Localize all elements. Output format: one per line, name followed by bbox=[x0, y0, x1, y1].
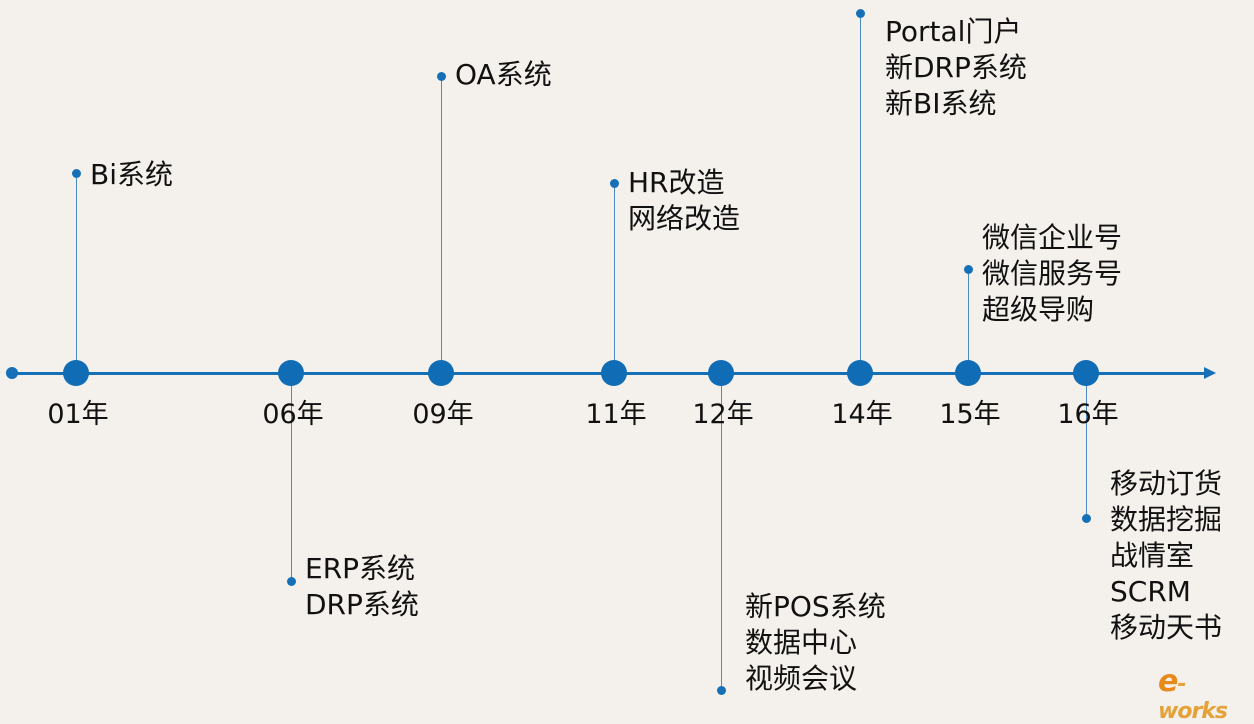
event-label-group: Portal门户新DRP系统新BI系统 bbox=[885, 14, 1027, 122]
event-connector-dot bbox=[964, 265, 973, 274]
event-item-label: OA系统 bbox=[455, 58, 552, 91]
event-connector-dot bbox=[1082, 514, 1091, 523]
year-node bbox=[1073, 360, 1099, 386]
event-connector-line bbox=[721, 373, 722, 690]
event-item-label: 微信企业号 bbox=[982, 221, 1123, 254]
event-item-label: 战情室 bbox=[1110, 539, 1195, 572]
event-item-label: 数据挖掘 bbox=[1110, 503, 1223, 536]
event-label-group: OA系统 bbox=[455, 57, 552, 93]
event-item-label: 移动订货 bbox=[1110, 467, 1223, 500]
event-item-label: HR改造 bbox=[628, 166, 725, 199]
year-node bbox=[708, 360, 734, 386]
event-connector-line bbox=[291, 373, 292, 581]
event-connector-line bbox=[968, 269, 969, 373]
year-label: 06年 bbox=[262, 399, 324, 430]
event-item-label: Bi系统 bbox=[90, 158, 173, 191]
event-item-label: 数据中心 bbox=[745, 626, 858, 659]
event-item-label: 微信服务号 bbox=[982, 257, 1123, 290]
year-label: 12年 bbox=[692, 399, 754, 430]
year-label: 14年 bbox=[831, 399, 893, 430]
event-connector-dot bbox=[717, 686, 726, 695]
year-node bbox=[847, 360, 873, 386]
event-item-label: 视频会议 bbox=[745, 662, 858, 695]
event-label-group: 微信企业号微信服务号超级导购 bbox=[982, 220, 1122, 328]
axis-start-dot bbox=[6, 367, 18, 379]
event-item-label: SCRM bbox=[1110, 575, 1191, 608]
event-connector-dot bbox=[437, 72, 446, 81]
year-label: 15年 bbox=[939, 399, 1001, 430]
event-item-label: Portal门户 bbox=[885, 15, 1022, 48]
event-connector-line bbox=[860, 13, 861, 373]
event-connector-line bbox=[614, 183, 615, 373]
year-node bbox=[428, 360, 454, 386]
event-item-label: 新DRP系统 bbox=[885, 51, 1027, 84]
year-node bbox=[955, 360, 981, 386]
event-label-group: Bi系统 bbox=[90, 157, 173, 193]
event-item-label: ERP系统 bbox=[305, 552, 416, 585]
event-item-label: 新POS系统 bbox=[745, 590, 886, 623]
event-connector-line bbox=[76, 173, 77, 373]
event-connector-dot bbox=[287, 577, 296, 586]
event-connector-dot bbox=[72, 169, 81, 178]
event-connector-dot bbox=[610, 179, 619, 188]
event-label-group: 新POS系统数据中心视频会议 bbox=[745, 589, 886, 697]
year-node bbox=[601, 360, 627, 386]
event-connector-dot bbox=[856, 9, 865, 18]
year-label: 11年 bbox=[585, 399, 647, 430]
event-item-label: 网络改造 bbox=[628, 202, 741, 235]
event-item-label: 移动天书 bbox=[1110, 611, 1223, 644]
event-connector-line bbox=[1086, 373, 1087, 518]
event-item-label: 超级导购 bbox=[982, 293, 1095, 326]
year-label: 09年 bbox=[412, 399, 474, 430]
event-connector-line bbox=[441, 76, 442, 373]
year-node bbox=[63, 360, 89, 386]
axis-arrow-icon bbox=[1204, 367, 1216, 379]
event-item-label: 新BI系统 bbox=[885, 87, 997, 120]
event-item-label: DRP系统 bbox=[305, 588, 419, 621]
year-label: 01年 bbox=[47, 399, 109, 430]
event-label-group: HR改造网络改造 bbox=[628, 165, 740, 237]
year-node bbox=[278, 360, 304, 386]
eworks-watermark-logo: e-works bbox=[1158, 664, 1228, 724]
year-label: 16年 bbox=[1057, 399, 1119, 430]
